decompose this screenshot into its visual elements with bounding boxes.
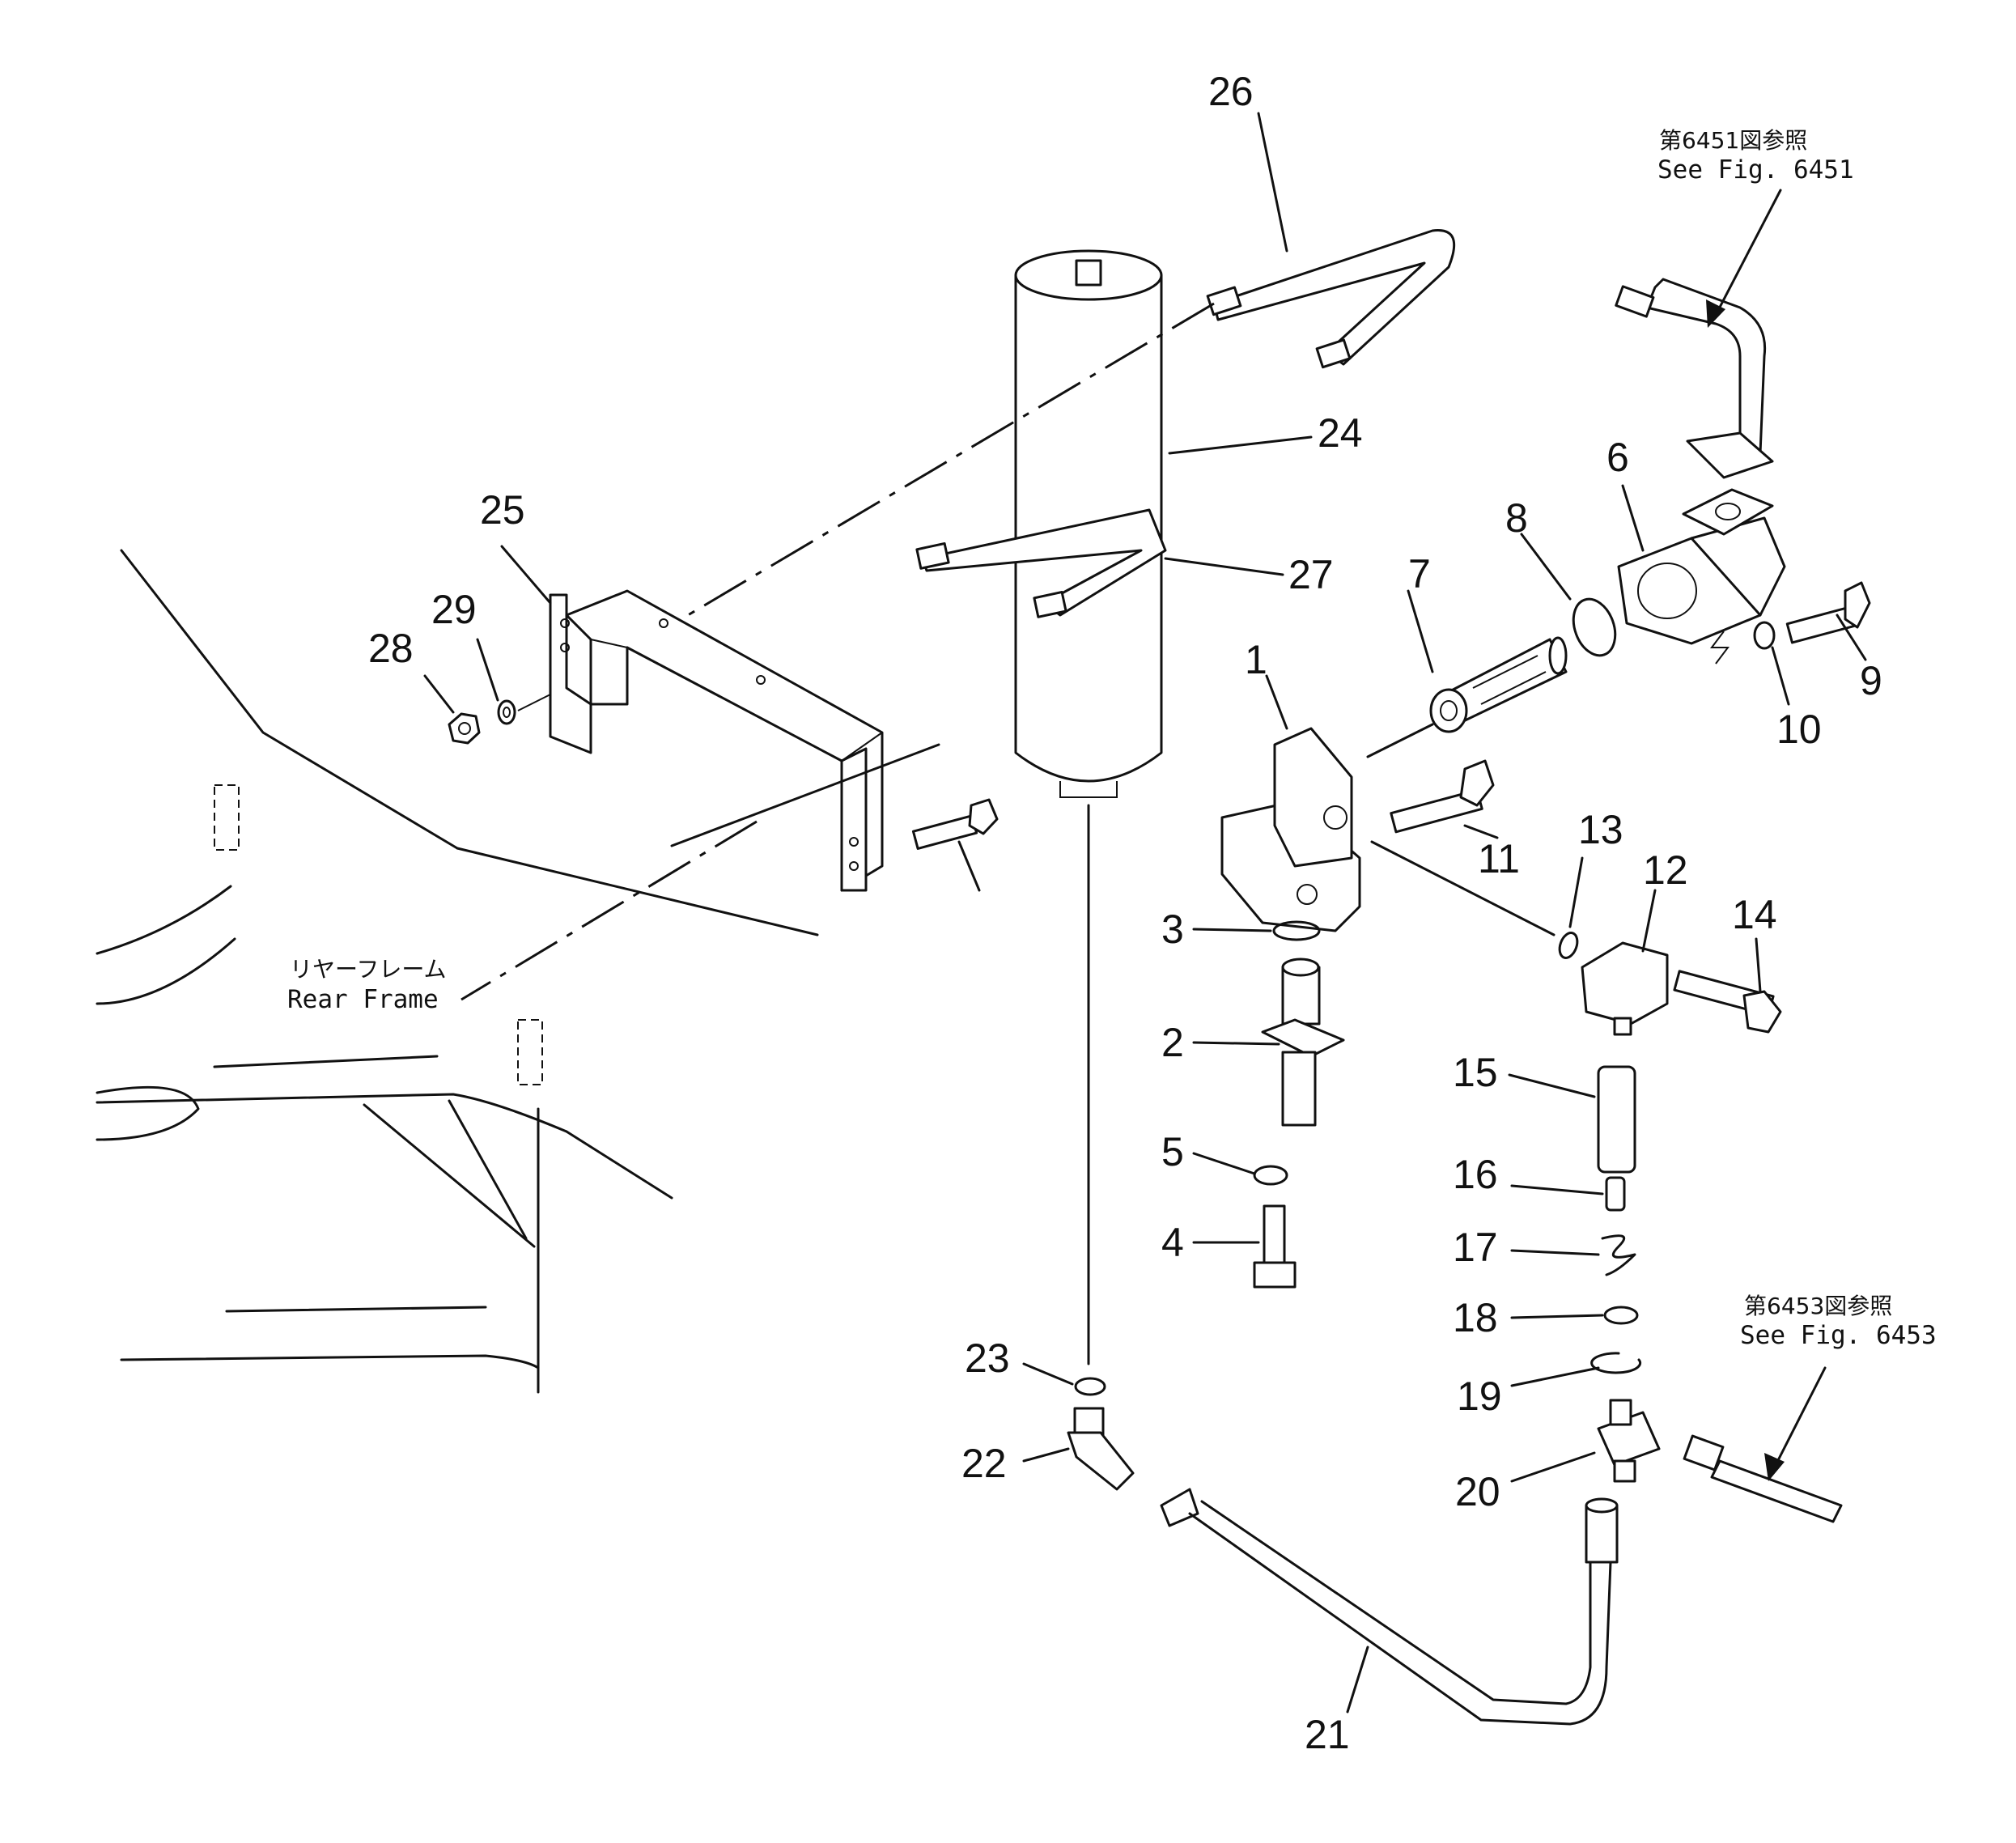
part-label-13: 13	[1578, 807, 1623, 852]
part-label-26-lower: 27	[1288, 552, 1334, 597]
snap-ring-part-19	[1590, 1352, 1642, 1374]
part-label-26-top: 26	[1208, 69, 1254, 114]
part-label-17: 17	[1453, 1225, 1498, 1270]
cap-part-12	[1581, 941, 1669, 1036]
note-fig-6451-en: See Fig. 6451	[1657, 155, 1854, 185]
washer-part-18	[1603, 1306, 1639, 1325]
filter-cover-part-6	[1617, 488, 1786, 645]
air-pipe-to-fig-6451	[1615, 278, 1774, 479]
part-label-1: 1	[1245, 637, 1267, 682]
rear-frame-outline: リヤーフレーム Rear Frame	[95, 549, 819, 1394]
part-label-24: 24	[1318, 410, 1363, 456]
part-label-14: 14	[1732, 892, 1777, 937]
sleeve-part-15	[1597, 1065, 1636, 1174]
part-label-15: 15	[1453, 1050, 1498, 1095]
filter-element-part-7	[1429, 636, 1568, 733]
note-fig-6453-en: See Fig. 6453	[1740, 1321, 1937, 1350]
hose-part-21	[1160, 1488, 1619, 1726]
o-ring-part-3	[1272, 920, 1321, 941]
part-label-3: 3	[1161, 907, 1184, 952]
elbow-part-22	[1067, 1407, 1135, 1491]
bracket-part-25	[549, 589, 884, 892]
spring-part-17	[1601, 1234, 1636, 1276]
air-tank-part-24	[1014, 249, 1163, 1365]
washer-part-28	[497, 699, 516, 725]
u-bolt-part-26-top	[1206, 229, 1456, 369]
part-label-28: 29	[431, 587, 477, 632]
part-label-23: 23	[965, 1336, 1010, 1381]
tee-fitting-part-20	[1597, 1399, 1661, 1483]
nut-part-27	[448, 712, 481, 745]
part-label-18: 18	[1453, 1295, 1498, 1340]
bolt-part-14	[1673, 970, 1782, 1034]
hose-to-fig-6453	[1683, 1434, 1843, 1523]
valve-body-part-1	[1220, 727, 1361, 932]
o-ring-part-8	[1572, 597, 1617, 657]
leader-lines	[423, 112, 1867, 1713]
part-label-4: 4	[1161, 1220, 1184, 1265]
rear-frame-label-jp: リヤーフレーム	[290, 956, 446, 983]
o-ring-part-23	[1074, 1377, 1106, 1396]
part-label-5: 5	[1161, 1129, 1184, 1174]
part-label-8: 8	[1505, 495, 1528, 541]
note-fig-6453-jp: 第6453図参照	[1744, 1293, 1892, 1319]
valve-part-16	[1605, 1176, 1626, 1212]
note-fig-6451: 第6451図参照 See Fig. 6451	[1657, 127, 1854, 328]
note-fig-6453: 第6453図参照 See Fig. 6453	[1740, 1293, 1937, 1481]
part-label-22: 22	[961, 1441, 1007, 1486]
rear-frame-label-en: Rear Frame	[287, 985, 439, 1014]
bolt-part-9	[1785, 581, 1871, 644]
part-label-19: 19	[1457, 1374, 1502, 1419]
part-label-12: 12	[1643, 847, 1688, 893]
washer-part-5	[1253, 1165, 1288, 1186]
u-bolt-part-26-lower	[915, 508, 1167, 618]
washer-part-10	[1753, 621, 1776, 650]
bolt-part-4	[1253, 1204, 1297, 1289]
part-label-16: 16	[1453, 1152, 1498, 1197]
part-label-21: 21	[1305, 1712, 1350, 1757]
valve-part-2	[1261, 958, 1345, 1127]
part-label-27: 28	[368, 626, 414, 671]
bolt-part-29	[911, 798, 999, 850]
part-number-labels: 26 24 27 25 28 29 1 7 8 6 9 10 11 13 12 …	[368, 69, 1882, 1757]
part-label-20: 20	[1455, 1469, 1500, 1514]
part-label-10: 10	[1776, 707, 1822, 752]
part-label-9: 9	[1860, 658, 1882, 703]
note-fig-6451-jp: 第6451図参照	[1659, 127, 1807, 154]
part-label-11: 11	[1478, 836, 1520, 881]
part-label-25: 25	[480, 487, 525, 533]
bolt-part-11	[1390, 759, 1495, 834]
o-ring-part-13	[1558, 932, 1579, 959]
part-label-2: 2	[1161, 1020, 1184, 1065]
part-label-7: 7	[1408, 551, 1431, 597]
part-label-6: 6	[1606, 435, 1629, 480]
